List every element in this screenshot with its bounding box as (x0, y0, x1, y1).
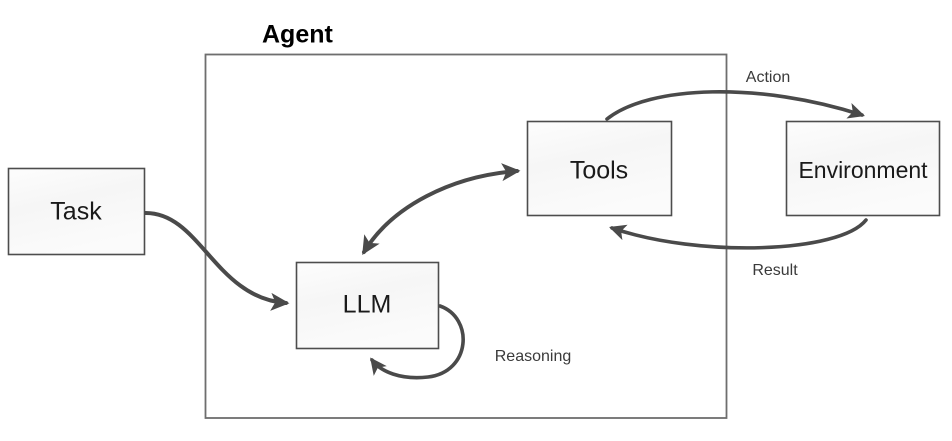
agent-group-label: Agent (262, 21, 334, 49)
edge-llm-tools (362, 163, 521, 255)
node-tools-label: Tools (570, 157, 628, 185)
node-llm-label: LLM (343, 291, 392, 319)
node-environment[interactable]: Environment (785, 120, 941, 217)
node-llm-box[interactable] (295, 261, 440, 350)
node-llm[interactable]: LLM (295, 261, 440, 350)
node-environment-box[interactable] (785, 120, 941, 217)
node-task[interactable]: Task (7, 167, 146, 256)
edge-tools-to-environment (605, 90, 865, 121)
edge-llm-self-reasoning (370, 304, 465, 380)
edge-label-reasoning: Reasoning (495, 348, 572, 365)
node-environment-label: Environment (798, 157, 928, 183)
node-task-label: Task (50, 198, 102, 226)
edge-label-result: Result (752, 262, 798, 279)
agent-boundary-box (204, 53, 728, 419)
edge-task-to-llm (143, 210, 290, 311)
node-task-box[interactable] (7, 167, 146, 256)
edge-label-action: Action (746, 69, 790, 86)
node-tools[interactable]: Tools (526, 120, 673, 217)
node-tools-box[interactable] (526, 120, 673, 217)
edge-environment-to-tools (609, 218, 868, 250)
